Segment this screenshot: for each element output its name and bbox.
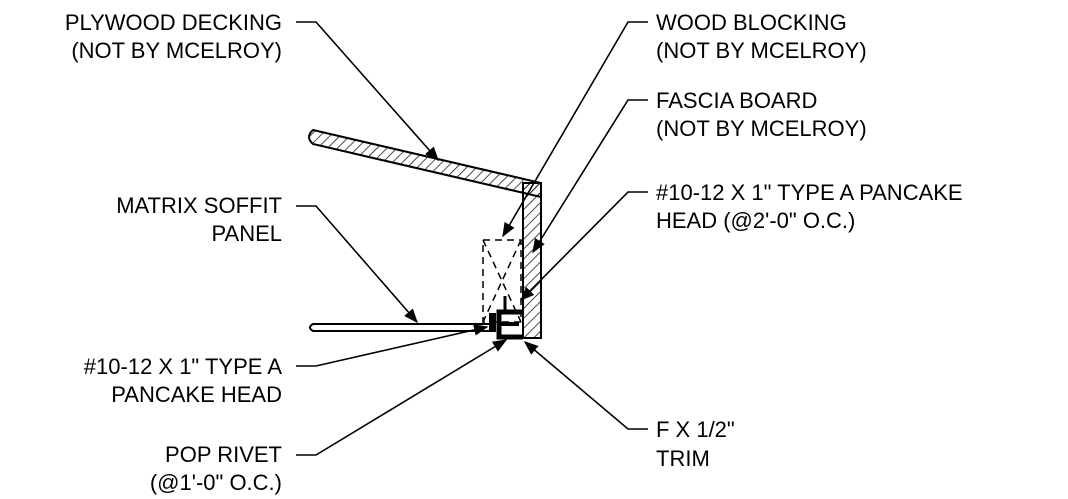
trim-label-line1: F X 1/2" xyxy=(656,417,735,442)
f-trim xyxy=(489,296,523,340)
blocking-label-line1: WOOD BLOCKING xyxy=(656,10,847,35)
plywood-label-line1: PLYWOOD DECKING xyxy=(65,10,282,35)
fascia-leader xyxy=(532,99,648,254)
soffit-leader xyxy=(296,205,418,324)
plywood-decking xyxy=(308,128,542,199)
rivet-leader xyxy=(296,339,508,456)
plywood-label-line2: (NOT BY MCELROY) xyxy=(71,38,282,63)
soffit-label-line2: PANEL xyxy=(211,221,282,246)
screw-left-label-line1: #10-12 X 1" TYPE A xyxy=(84,354,283,379)
screw-top-label-line1: #10-12 X 1" TYPE A PANCAKE xyxy=(656,180,963,205)
plywood-leader xyxy=(296,21,439,162)
fascia-label-line2: (NOT BY MCELROY) xyxy=(656,116,867,141)
rivet-label-line2: (@1'-0" O.C.) xyxy=(150,470,282,495)
blocking-label-line2: (NOT BY MCELROY) xyxy=(656,38,867,63)
rivet-label-line1: POP RIVET xyxy=(165,442,282,467)
fascia-label-line1: FASCIA BOARD xyxy=(656,88,817,113)
screw-top-leader xyxy=(519,191,648,302)
fascia-board xyxy=(522,182,542,339)
screw-left-leader xyxy=(296,324,489,367)
trim-label-line2: TRIM xyxy=(656,446,710,471)
soffit-label-line1: MATRIX SOFFIT xyxy=(116,193,282,218)
matrix-soffit-panel xyxy=(309,323,491,332)
blocking-leader xyxy=(502,21,648,238)
trim-leader xyxy=(523,341,648,430)
screw-left-label-line2: PANCAKE HEAD xyxy=(111,382,282,407)
screw-top-label-line2: HEAD (@2'-0" O.C.) xyxy=(656,208,855,233)
